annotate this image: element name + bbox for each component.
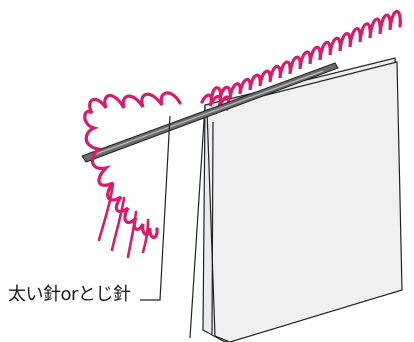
needle-callout-label: 太い針orとじ針: [8, 285, 130, 305]
callout-leader-line: [140, 116, 170, 300]
thread-coil: [85, 93, 180, 238]
